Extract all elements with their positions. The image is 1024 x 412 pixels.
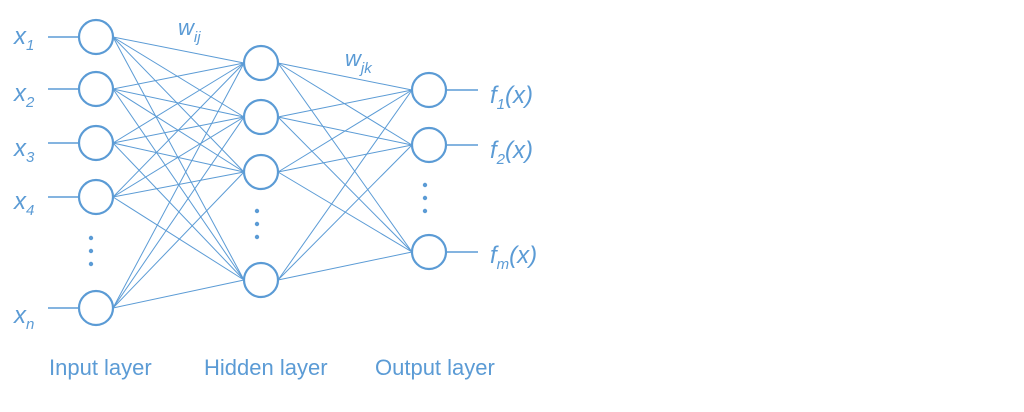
output-ellipsis	[422, 182, 428, 214]
edge-hidden-3-output-2	[277, 144, 413, 173]
hidden-node-4	[242, 261, 280, 299]
input-node-1	[77, 18, 115, 56]
weight-label-jk: wjk	[345, 46, 373, 77]
input-ellipsis	[88, 235, 94, 267]
neurons	[77, 18, 448, 327]
connections	[112, 36, 413, 309]
hidden-layer-caption: Hidden layer	[204, 355, 328, 380]
output-layer-caption: Output layer	[375, 355, 495, 380]
input-label-3: x3	[13, 135, 35, 166]
output-node-2	[410, 126, 448, 164]
output-node-1	[410, 71, 448, 109]
edge-input-1-hidden-4	[112, 36, 245, 281]
edge-input-1-hidden-1	[112, 36, 245, 64]
edge-input-3-hidden-1	[112, 62, 245, 144]
edge-input-4-hidden-1	[112, 62, 245, 198]
edge-hidden-4-output-2	[277, 144, 413, 281]
edge-hidden-2-output-1	[277, 89, 413, 118]
edge-hidden-1-output-3	[277, 62, 413, 253]
edge-input-3-hidden-4	[112, 142, 245, 281]
edge-hidden-3-output-1	[277, 89, 413, 173]
output-label-2: f2(x)	[490, 137, 533, 168]
input-label-2: x2	[13, 80, 35, 111]
input-label-4: x4	[13, 188, 34, 219]
input-label-1: x1	[13, 23, 34, 54]
edge-hidden-1-output-1	[277, 62, 413, 91]
edge-input-2-hidden-1	[112, 62, 245, 90]
input-node-2	[77, 70, 115, 108]
hidden-ellipsis	[254, 208, 260, 240]
output-label-m: fm(x)	[490, 242, 537, 273]
output-node-3	[410, 233, 448, 271]
edge-input-4-hidden-2	[112, 116, 245, 198]
edge-input-5-hidden-3	[112, 171, 245, 309]
input-layer-caption: Input layer	[49, 355, 152, 380]
input-node-4	[77, 178, 115, 216]
edge-hidden-4-output-1	[277, 89, 413, 281]
edge-input-5-hidden-1	[112, 62, 245, 309]
output-label-1: f1(x)	[490, 82, 533, 113]
input-node-5	[77, 289, 115, 327]
weight-label-ij: wij	[178, 15, 201, 46]
edge-hidden-4-output-3	[277, 251, 413, 281]
input-node-3	[77, 124, 115, 162]
edge-input-4-hidden-4	[112, 196, 245, 281]
input-label-n: xn	[13, 302, 34, 333]
hidden-node-2	[242, 98, 280, 136]
hidden-node-1	[242, 44, 280, 82]
edge-input-5-hidden-2	[112, 116, 245, 309]
edge-input-5-hidden-4	[112, 279, 245, 309]
io-lead-lines	[48, 36, 478, 309]
hidden-node-3	[242, 153, 280, 191]
